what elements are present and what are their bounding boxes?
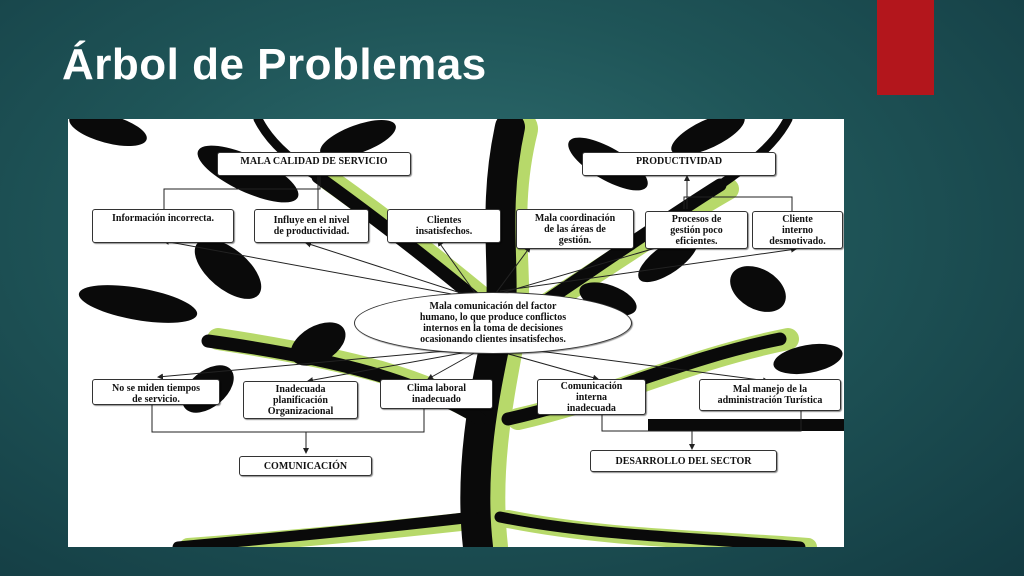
cause-box-planificacion: Inadecuada planificación Organizacional [243, 381, 358, 419]
slide-title: Árbol de Problemas [62, 40, 487, 89]
effect-box-clientes-insatisfechos: Clientes insatisfechos. [387, 209, 501, 243]
cause-box-clima-laboral: Clima laboral inadecuado [380, 379, 493, 409]
effect-box-productividad-nivel: Influye en el nivel de productividad. [254, 209, 369, 243]
effect-box-mala-coordinacion: Mala coordinación de las áreas de gestió… [516, 209, 634, 249]
effect-box-procesos-gestion: Procesos de gestión poco eficientes. [645, 211, 748, 249]
problem-tree-diagram: MALA CALIDAD DE SERVICIO PRODUCTIVIDAD I… [68, 119, 844, 547]
cause-box-mal-manejo: Mal manejo de la administración Turístic… [699, 379, 841, 411]
effect-box-productividad: PRODUCTIVIDAD [582, 152, 776, 176]
root-box-comunicacion: COMUNICACIÓN [239, 456, 372, 476]
cause-box-tiempos-servicio: No se miden tiempos de servicio. [92, 379, 220, 405]
central-problem-ellipse: Mala comunicación del factor humano, lo … [354, 292, 632, 354]
root-box-desarrollo-sector: DESARROLLO DEL SECTOR [590, 450, 777, 472]
effect-box-informacion: Información incorrecta. [92, 209, 234, 243]
effect-box-cliente-interno: Cliente interno desmotivado. [752, 211, 843, 249]
cause-box-comunicacion-interna: Comunicación interna inadecuada [537, 379, 646, 415]
red-accent-tab [877, 0, 934, 95]
effect-box-mala-calidad: MALA CALIDAD DE SERVICIO [217, 152, 411, 176]
